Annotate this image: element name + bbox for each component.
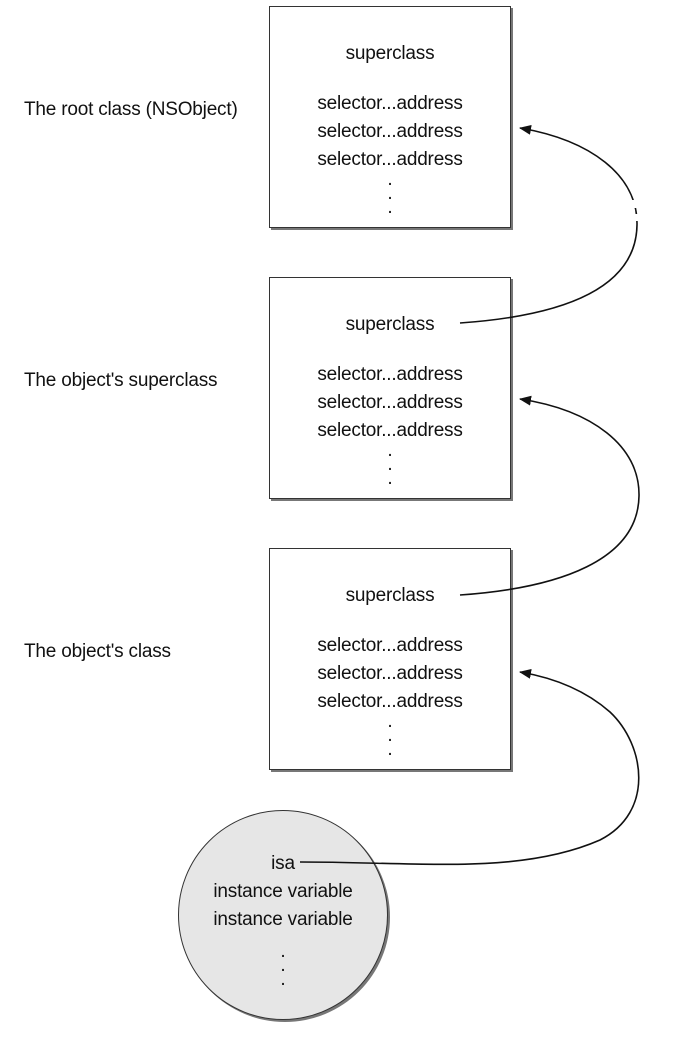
- superclass-field: superclass: [345, 585, 435, 606]
- method-row: selector...address: [317, 420, 463, 441]
- root-class-box: superclass selector...address selector..…: [269, 6, 511, 228]
- ellipsis: . . .: [387, 711, 393, 760]
- method-row: selector...address: [317, 663, 463, 684]
- method-row: selector...address: [317, 149, 463, 170]
- superclass-field: superclass: [345, 43, 435, 64]
- superclass-arrow-to-superclass: [459, 395, 640, 596]
- method-row: selector...address: [317, 364, 463, 385]
- method-row: selector...address: [317, 635, 463, 656]
- label-object-superclass: The object's superclass: [24, 370, 218, 391]
- instance-variable: instance variable: [213, 881, 353, 902]
- instance-variable: instance variable: [213, 909, 353, 930]
- method-row: selector...address: [317, 392, 463, 413]
- method-row: selector...address: [317, 691, 463, 712]
- label-root-class: The root class (NSObject): [24, 99, 238, 120]
- class-box: superclass selector...address selector..…: [269, 548, 511, 770]
- line-gap: [630, 200, 644, 208]
- ellipsis: . . .: [387, 169, 393, 218]
- ellipsis: . . .: [280, 941, 286, 990]
- isa-arrow-to-class: [299, 668, 640, 866]
- isa-field: isa: [271, 853, 295, 874]
- line-gap: [630, 214, 644, 221]
- superclass-arrow-to-root: [459, 124, 638, 324]
- label-object-class: The object's class: [24, 641, 171, 662]
- superclass-field: superclass: [345, 314, 435, 335]
- object-instance: isa instance variable instance variable …: [178, 810, 388, 1020]
- method-row: selector...address: [317, 121, 463, 142]
- ellipsis: . . .: [387, 440, 393, 489]
- method-row: selector...address: [317, 93, 463, 114]
- superclass-box: superclass selector...address selector..…: [269, 277, 511, 499]
